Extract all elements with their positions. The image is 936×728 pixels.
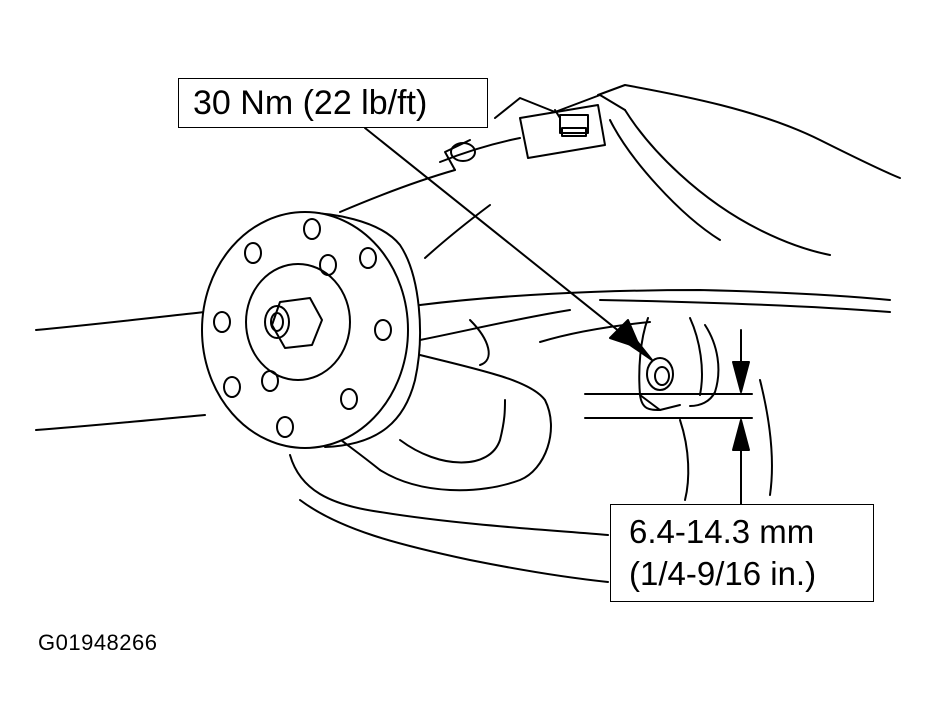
- mount-bracket: [638, 317, 773, 501]
- gap-callout: 6.4-14.3 mm (1/4-9/16 in.): [610, 504, 874, 602]
- torque-callout: 30 Nm (22 lb/ft): [178, 78, 488, 128]
- wheel-hub: [201, 211, 421, 449]
- torque-leader: [364, 127, 653, 361]
- gap-dimension: [584, 329, 753, 506]
- gap-label-metric: 6.4-14.3 mm: [629, 513, 815, 550]
- gap-label-imperial: (1/4-9/16 in.): [629, 555, 817, 592]
- bolt-icon: [646, 357, 674, 391]
- torque-label: 30 Nm (22 lb/ft): [193, 84, 428, 122]
- figure-id: G01948266: [38, 630, 158, 655]
- bracket-block: [519, 104, 606, 159]
